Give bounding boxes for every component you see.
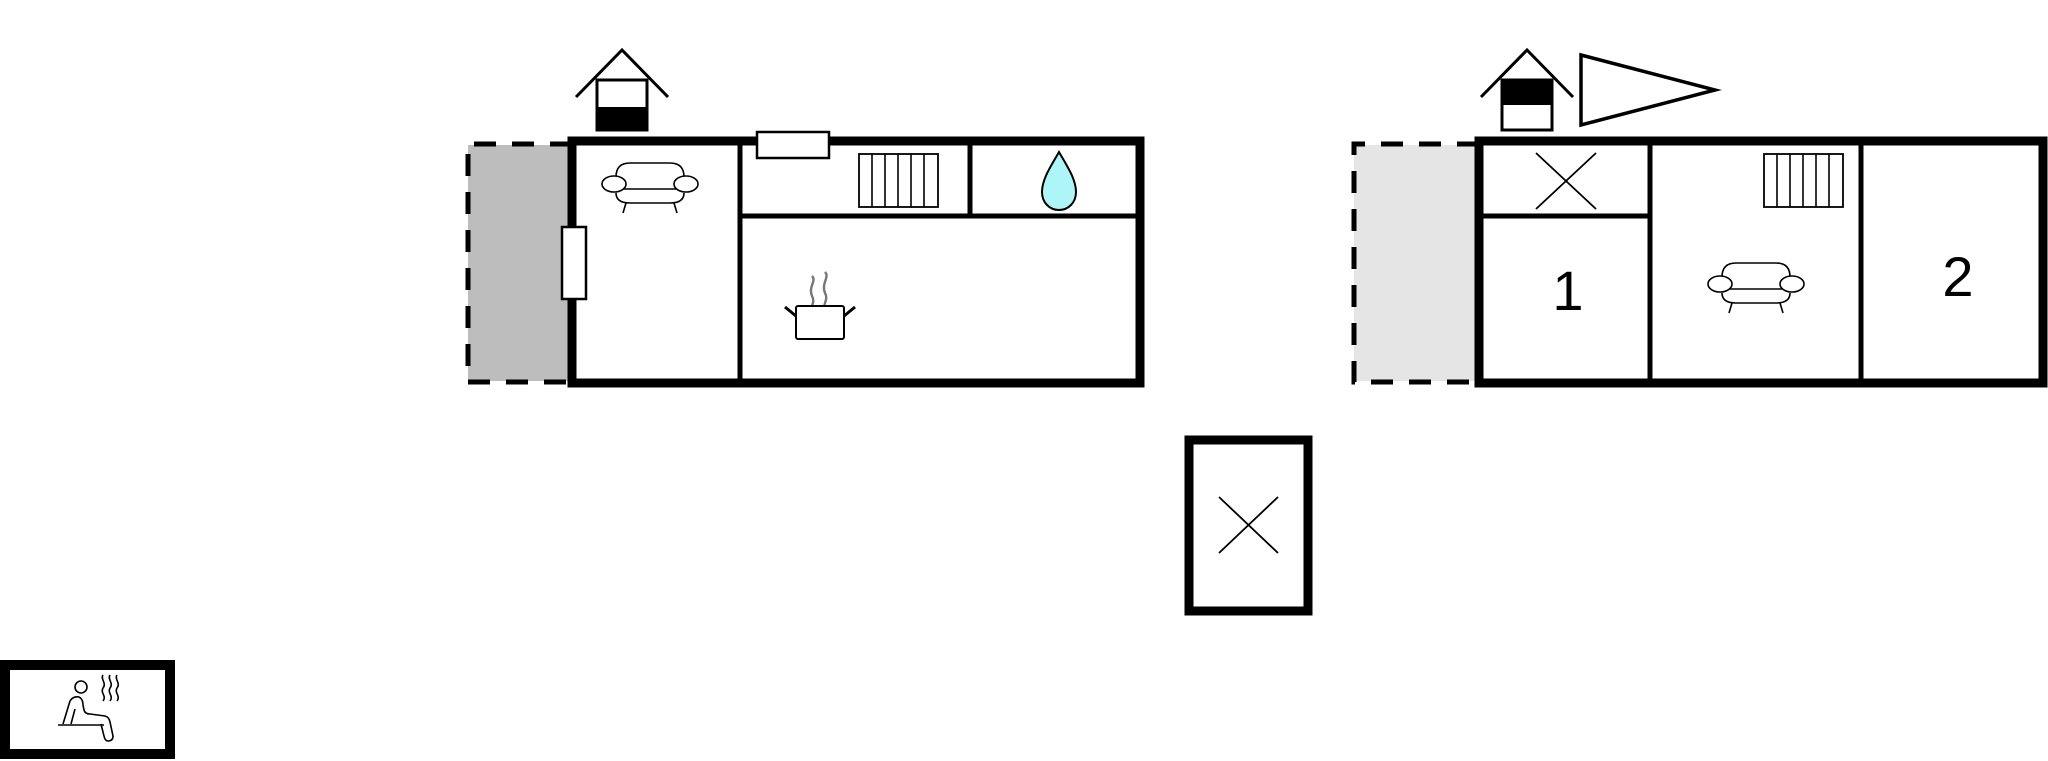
water-drop-icon: [1040, 149, 1078, 212]
terrace-area: [465, 141, 572, 385]
sauna-wall: [0, 660, 175, 759]
balcony-area: [1351, 141, 1479, 385]
room-label-bedroom-2: 2: [1942, 245, 1973, 308]
annex-wall: [1184, 435, 1313, 616]
house-entrance-icon: [574, 47, 670, 132]
ground-floor-plan: [465, 47, 1145, 388]
sofa-icon: [601, 162, 699, 214]
window: [560, 225, 588, 301]
sauna-plan: [0, 660, 175, 759]
window: [755, 130, 831, 160]
radiator-icon: [858, 153, 939, 208]
annex-plan: [1184, 435, 1313, 616]
cooking-pot-icon: [784, 271, 856, 340]
cross-icon: [1218, 496, 1279, 554]
room-label-bedroom-1: 1: [1552, 259, 1583, 322]
cross-icon: [1535, 152, 1597, 210]
sauna-icon: [58, 674, 120, 742]
upper-floor-plan: 1 2: [1351, 47, 2048, 388]
house-entrance-icon: [1479, 47, 1575, 132]
sofa-icon: [1707, 262, 1805, 314]
ground-floor-interior-walls: [737, 141, 1140, 383]
upper-floor-outer-wall: [1474, 136, 2048, 388]
upper-floor-interior-walls: [1479, 141, 1864, 383]
radiator-icon: [1763, 153, 1844, 208]
triangle-pointer-icon: [1579, 52, 1722, 128]
